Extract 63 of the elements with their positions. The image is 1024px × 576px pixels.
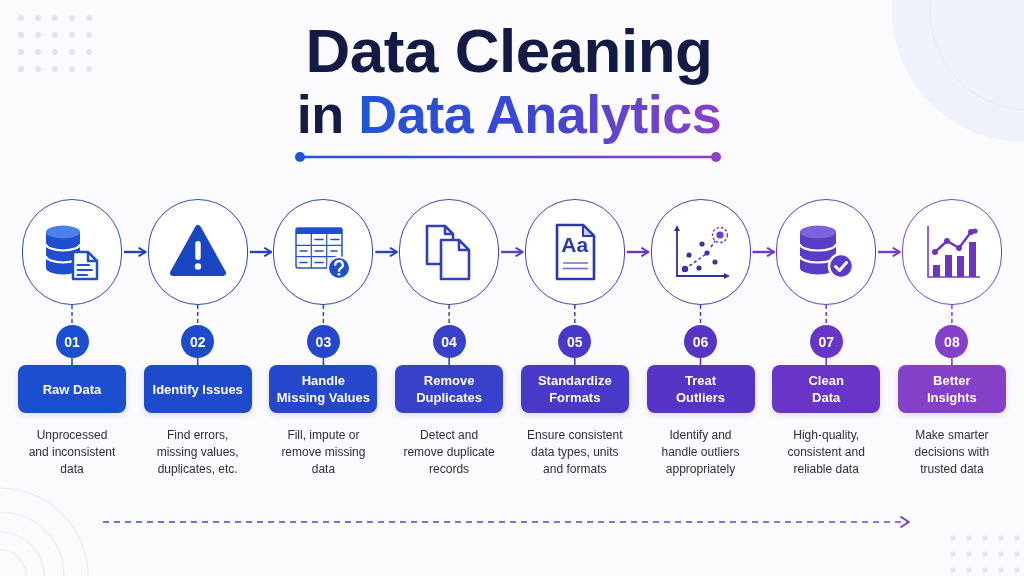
number-badge <box>558 325 592 358</box>
arrow <box>501 247 524 257</box>
step-card <box>646 365 755 413</box>
step-description: Make smarter decisions with trusted data <box>913 427 991 478</box>
step-card <box>269 365 378 413</box>
step-title: Handle Missing Values <box>275 372 371 406</box>
step-number: 01 <box>64 334 80 349</box>
step-title: Clean Data <box>807 372 845 406</box>
connector-line <box>574 357 576 366</box>
connector-line <box>196 357 199 366</box>
arrow <box>124 247 147 257</box>
step-number: 04 <box>441 334 457 349</box>
icon-letters: Aa <box>560 231 590 257</box>
number-badge <box>55 325 89 358</box>
step-number: 03 <box>315 334 332 349</box>
step-description: Identify and handle outliers appropriately <box>660 427 741 478</box>
number-badge <box>181 325 215 358</box>
arrow <box>375 247 399 257</box>
connector-line <box>825 357 827 366</box>
step-title: Identify Issues <box>152 380 243 398</box>
step-card <box>897 365 1006 413</box>
connector-line <box>322 304 325 326</box>
step-card <box>395 365 504 413</box>
number-badge <box>935 325 969 358</box>
number-badge <box>684 325 717 358</box>
step-title: Remove Duplicates <box>415 372 483 406</box>
connector-line <box>196 304 199 326</box>
arrow <box>249 247 273 257</box>
step-number: 08 <box>944 334 960 349</box>
step-card <box>520 365 629 413</box>
connector-line <box>699 304 702 326</box>
number-badge <box>306 325 340 358</box>
step-title: Treat Outliers <box>674 372 727 406</box>
connector-line <box>448 304 450 326</box>
connector-line <box>825 304 827 326</box>
step-description: Unprocessed and inconsistent data <box>27 427 117 478</box>
step-card <box>18 365 126 413</box>
connector-line <box>951 357 953 366</box>
step-description: Find errors, missing values, duplicates, etc. <box>155 427 240 478</box>
step-card <box>772 365 881 413</box>
step-title: Standardize Formats <box>536 372 613 406</box>
step-card <box>143 365 252 413</box>
connector-line <box>71 357 73 366</box>
connector-line <box>951 304 953 326</box>
step-title: Raw Data <box>42 380 102 398</box>
step-number: 05 <box>567 334 583 349</box>
step-title: Better Insights <box>925 372 978 406</box>
step-description: Detect and remove duplicate records <box>402 427 496 478</box>
arrow <box>626 247 650 257</box>
step-number: 07 <box>818 334 834 349</box>
step-number: 02 <box>189 334 206 349</box>
connector-line <box>574 304 576 326</box>
step-description: Ensure consistent data types, units and formats <box>526 427 624 478</box>
arrow <box>752 247 776 257</box>
connector-line <box>71 304 73 326</box>
number-badge <box>432 325 466 358</box>
step-number: 06 <box>692 334 709 349</box>
title: Data Cleaning in Data Analytics <box>295 20 723 143</box>
step-description: Fill, impute or remove missing data <box>280 427 367 478</box>
number-badge <box>809 325 843 358</box>
arrow <box>878 247 901 257</box>
connector-line <box>448 357 450 366</box>
step-description: High-quality, consistent and reliable data <box>786 427 866 478</box>
